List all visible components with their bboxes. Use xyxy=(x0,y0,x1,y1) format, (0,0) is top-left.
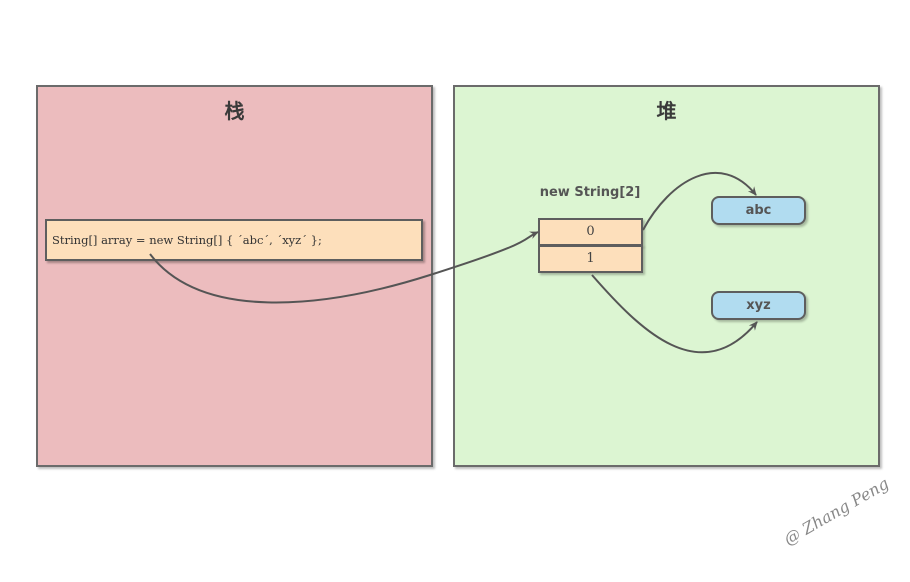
heap-title: 堆 xyxy=(656,99,677,123)
stack-panel: 栈 xyxy=(36,85,433,467)
string-object-abc: abc xyxy=(711,196,806,225)
array-cell-1: 1 xyxy=(538,245,643,273)
arrow-array-to-heap xyxy=(149,231,539,304)
arrow-cell1-to-xyz xyxy=(591,274,758,354)
code-statement-box: String[] array = new String[] { ´abc´, ´… xyxy=(45,219,423,261)
array-label: new String[2] xyxy=(539,185,641,200)
arrow-cell0-to-abc xyxy=(642,171,757,231)
string-object-xyz: xyz xyxy=(711,291,806,320)
heap-panel: 堆 xyxy=(453,85,880,467)
stack-title: 栈 xyxy=(224,99,245,123)
